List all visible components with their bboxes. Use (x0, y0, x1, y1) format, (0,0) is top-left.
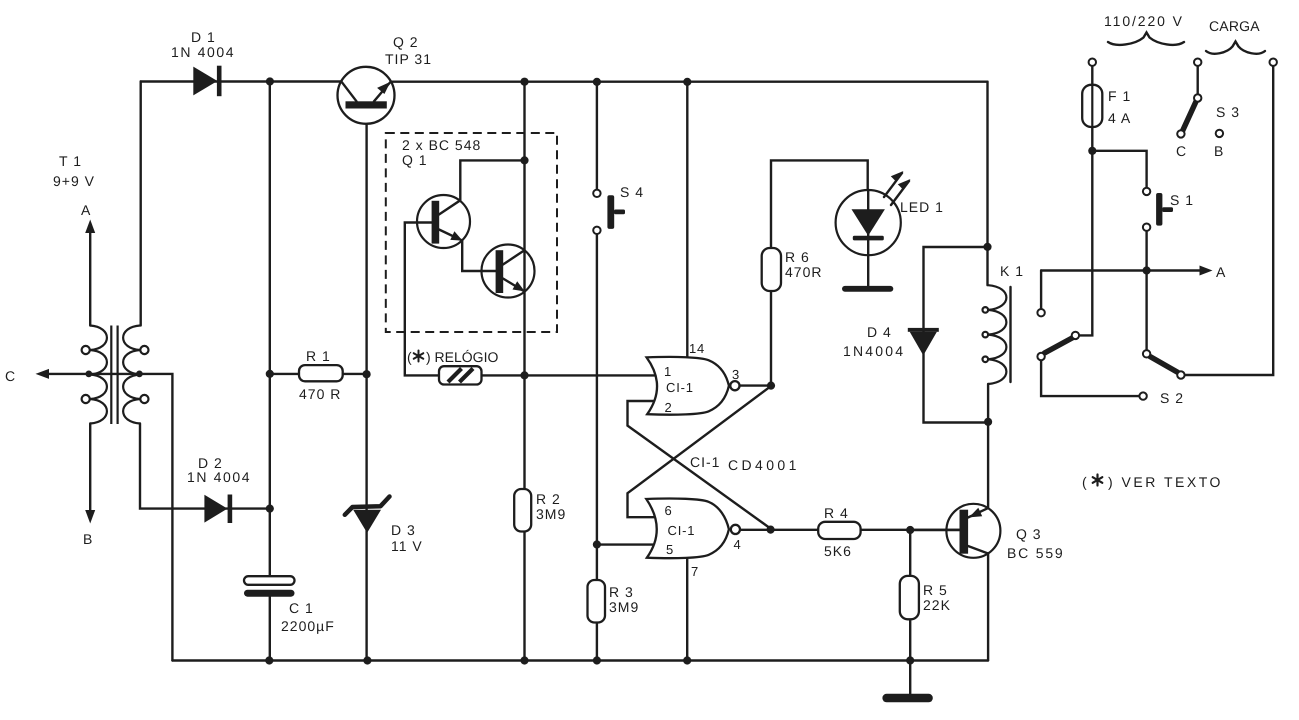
svg-text:1: 1 (664, 364, 672, 379)
svg-text:TIP 31: TIP 31 (385, 51, 432, 67)
svg-text:CI-1: CI-1 (690, 454, 720, 470)
svg-text:9+9 V: 9+9 V (53, 173, 95, 189)
svg-text:11 V: 11 V (391, 538, 423, 554)
svg-text:R 2: R 2 (536, 491, 561, 507)
svg-text:D 3: D 3 (391, 522, 416, 538)
svg-text:C 1: C 1 (289, 600, 314, 616)
svg-text:(: ( (1082, 474, 1089, 490)
svg-text:A: A (1216, 264, 1226, 280)
svg-text:S 3: S 3 (1216, 104, 1240, 120)
svg-text:1N 4004: 1N 4004 (187, 469, 251, 485)
svg-text:3M9: 3M9 (609, 599, 639, 615)
svg-text:3: 3 (732, 367, 740, 382)
svg-text:) VER TEXTO: ) VER TEXTO (1108, 474, 1223, 490)
svg-text:R 3: R 3 (609, 584, 634, 600)
svg-text:2 x BC 548: 2 x BC 548 (402, 137, 481, 153)
svg-text:CD4001: CD4001 (728, 457, 800, 473)
svg-text:LED 1: LED 1 (900, 199, 944, 215)
svg-text:3M9: 3M9 (536, 506, 566, 522)
svg-text:F 1: F 1 (1108, 88, 1131, 104)
svg-text:Q 2: Q 2 (393, 34, 419, 50)
svg-text:D 2: D 2 (198, 455, 223, 471)
svg-text:5K6: 5K6 (824, 543, 852, 559)
svg-text:R 5: R 5 (923, 582, 948, 598)
svg-text:Q 1: Q 1 (402, 152, 428, 168)
svg-text:470 R: 470 R (299, 386, 341, 402)
svg-text:6: 6 (665, 503, 673, 518)
svg-text:5: 5 (666, 542, 674, 557)
svg-text:Q 3: Q 3 (1016, 526, 1042, 542)
svg-text:4 A: 4 A (1108, 110, 1131, 126)
svg-text:R 1: R 1 (306, 348, 331, 364)
svg-text:A: A (81, 202, 91, 218)
svg-text:D 4: D 4 (867, 324, 892, 340)
svg-text:B: B (1214, 143, 1224, 159)
svg-text:BC 559: BC 559 (1007, 545, 1065, 561)
svg-text:R 6: R 6 (785, 249, 810, 265)
svg-text:C: C (5, 368, 16, 384)
svg-text:S 1: S 1 (1170, 192, 1194, 208)
svg-text:4: 4 (734, 537, 742, 552)
svg-text:CARGA: CARGA (1209, 18, 1260, 34)
svg-text:R 4: R 4 (824, 505, 849, 521)
svg-text:K 1: K 1 (1000, 263, 1024, 279)
svg-text:470R: 470R (785, 264, 822, 280)
svg-text:1N4004: 1N4004 (843, 343, 905, 359)
svg-text:(: ( (407, 349, 413, 365)
svg-text:110/220 V: 110/220 V (1104, 13, 1184, 29)
svg-text:22K: 22K (923, 597, 951, 613)
svg-text:S 2: S 2 (1160, 390, 1184, 406)
svg-text:2200µF: 2200µF (281, 618, 335, 634)
svg-text:C: C (1176, 143, 1187, 159)
svg-text:D 1: D 1 (191, 29, 216, 45)
svg-text:CI-1: CI-1 (666, 380, 694, 395)
svg-text:14: 14 (689, 341, 705, 356)
svg-text:7: 7 (691, 564, 699, 579)
svg-text:1N 4004: 1N 4004 (171, 44, 235, 60)
svg-text:CI-1: CI-1 (668, 523, 696, 538)
svg-text:S 4: S 4 (620, 184, 644, 200)
svg-text:2: 2 (665, 400, 673, 415)
svg-text:) RELÓGIO: ) RELÓGIO (426, 349, 498, 365)
svg-text:B: B (83, 531, 93, 547)
svg-text:T 1: T 1 (59, 153, 82, 169)
